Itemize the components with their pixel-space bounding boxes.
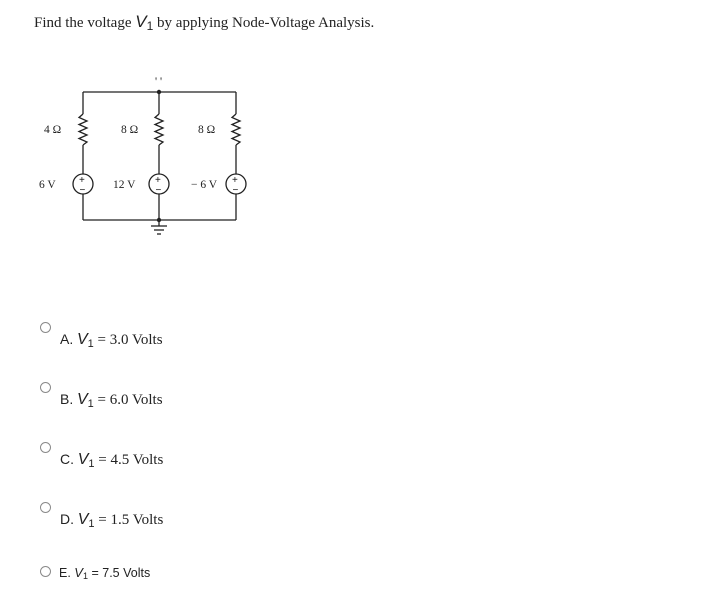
- voltage-source-neg-6v: [225, 173, 247, 195]
- option-a-subscript: 1: [87, 338, 94, 350]
- ground-node-dot: [156, 217, 162, 223]
- option-e-subscript: 1: [82, 571, 88, 581]
- source-6v-plus: +: [79, 175, 85, 186]
- resistor-8-ohm-right: [230, 113, 242, 146]
- circuit-diagram: ' ' + − + − + − 4 Ω 8 Ω 8 Ω 6 V 12 V − 6…: [39, 76, 247, 235]
- source-12v-minus: −: [156, 185, 162, 196]
- option-a-letter: A.: [60, 331, 74, 347]
- question-variable-subscript: 1: [146, 19, 154, 33]
- option-c-variable: V: [77, 451, 89, 468]
- question-text: Find the voltage V1 by applying Node-Vol…: [34, 12, 375, 33]
- option-d-value: = 1.5 Volts: [98, 512, 164, 528]
- option-e-variable: V: [74, 565, 83, 580]
- node-v1-label: ' ': [155, 76, 162, 88]
- label-source-12v: 12 V: [113, 179, 136, 191]
- resistor-8-ohm-center: [153, 113, 165, 146]
- option-b-variable: V: [76, 391, 88, 408]
- option-b-value: = 6.0 Volts: [97, 392, 163, 408]
- option-d-variable: V: [77, 511, 89, 528]
- option-c-letter: C.: [60, 451, 74, 467]
- node-v1-dot: [156, 89, 162, 95]
- option-e-radio[interactable]: [40, 566, 51, 577]
- source-neg-6v-plus: +: [232, 175, 238, 186]
- label-source-neg-6v: − 6 V: [191, 179, 218, 191]
- label-r2: 8 Ω: [121, 124, 138, 136]
- option-e-text: E. V1 = 7.5 Volts: [59, 565, 151, 581]
- option-d-radio[interactable]: [40, 502, 51, 513]
- option-b-radio[interactable]: [40, 382, 51, 393]
- question-prefix: Find the voltage: [34, 15, 132, 31]
- label-source-6v: 6 V: [39, 179, 56, 191]
- option-e-letter: E.: [59, 566, 71, 580]
- option-c-radio[interactable]: [40, 442, 51, 453]
- question-suffix: by applying Node-Voltage Analysis.: [157, 15, 375, 31]
- option-c-value: = 4.5 Volts: [98, 452, 164, 468]
- option-e-value: = 7.5 Volts: [91, 566, 151, 580]
- source-6v-minus: −: [80, 185, 86, 196]
- option-b-text: B. V1 = 6.0 Volts: [60, 391, 163, 410]
- label-r1: 4 Ω: [44, 124, 61, 136]
- option-d-letter: D.: [60, 511, 74, 527]
- option-c-text: C. V1 = 4.5 Volts: [60, 451, 164, 470]
- question-variable: V: [135, 12, 147, 31]
- option-a-text: A. V1 = 3.0 Volts: [60, 331, 163, 350]
- option-d-text: D. V1 = 1.5 Volts: [60, 511, 164, 530]
- option-c-subscript: 1: [88, 458, 95, 470]
- option-a-value: = 3.0 Volts: [97, 332, 163, 348]
- source-neg-6v-minus: −: [233, 185, 239, 196]
- resistor-4-ohm: [77, 113, 89, 146]
- source-12v-plus: +: [155, 175, 161, 186]
- option-a-variable: V: [76, 331, 88, 348]
- voltage-source-12v: [148, 173, 170, 195]
- option-a-radio[interactable]: [40, 322, 51, 333]
- option-b-subscript: 1: [87, 398, 94, 410]
- option-d-subscript: 1: [88, 518, 95, 530]
- label-r3: 8 Ω: [198, 124, 215, 136]
- option-b-letter: B.: [60, 391, 74, 407]
- voltage-source-6v: [72, 173, 94, 195]
